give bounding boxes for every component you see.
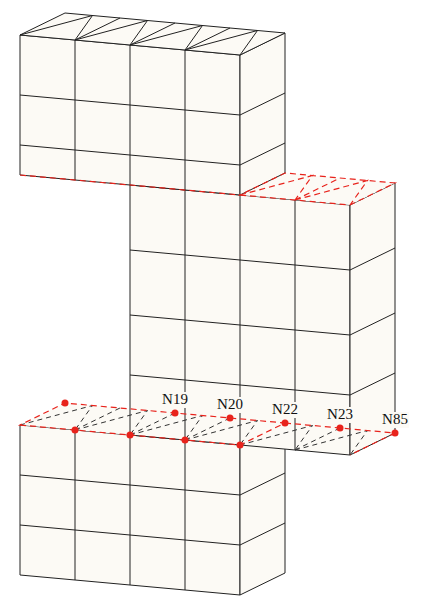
node-label: N23 <box>326 407 354 423</box>
bottom-front-face <box>20 425 240 595</box>
top-top-face <box>20 13 285 55</box>
node-dot <box>237 442 244 449</box>
middle-side-grid <box>350 248 395 395</box>
top-side-grid <box>240 93 285 165</box>
node-dot <box>172 410 179 417</box>
node-dot <box>392 430 399 437</box>
top-side-face <box>240 33 285 195</box>
top-front-grid <box>20 40 240 190</box>
top-front-face <box>20 35 240 195</box>
bottom-front-grid <box>20 430 240 590</box>
node-dot <box>127 432 134 439</box>
node-dot <box>227 415 234 422</box>
node-dot <box>282 420 289 427</box>
node-dot <box>62 400 69 407</box>
node-label: N19 <box>161 392 189 408</box>
contact-surface-middle <box>285 423 395 455</box>
hidden-lines <box>20 406 368 456</box>
node-dot <box>182 437 189 444</box>
contact-surface-bottom <box>20 403 285 445</box>
node-dot <box>337 425 344 432</box>
bottom-side-grid <box>240 473 285 545</box>
middle-front-face <box>130 185 350 455</box>
interface-mesh-dashed <box>20 406 368 456</box>
solid-faces <box>20 13 395 595</box>
node-label: N85 <box>381 412 409 428</box>
contact-edge <box>20 175 240 195</box>
node-dot <box>72 427 79 434</box>
middle-front-grid <box>130 190 350 450</box>
node-label: N20 <box>216 397 244 413</box>
contact-surface-lines <box>20 173 395 455</box>
contact-surface-top <box>240 173 395 205</box>
node-label: N22 <box>271 402 299 418</box>
top-top-grid <box>20 16 258 56</box>
